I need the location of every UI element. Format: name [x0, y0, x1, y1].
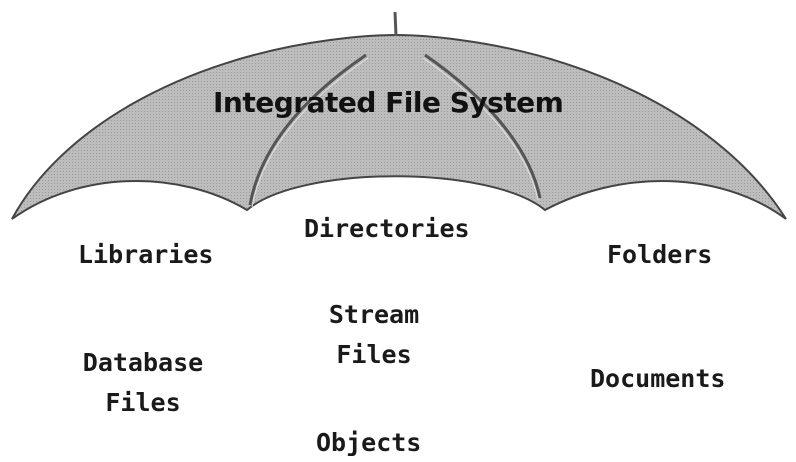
label-directories: Directories — [304, 214, 470, 243]
label-objects: Objects — [316, 428, 422, 457]
label-stream-files-line2: Files — [336, 340, 412, 369]
label-documents: Documents — [590, 364, 726, 393]
umbrella-rib-left — [248, 53, 367, 206]
label-libraries: Libraries — [78, 240, 214, 269]
umbrella-rib-left-highlight — [251, 57, 369, 208]
umbrella-rib-right-highlight — [422, 57, 539, 201]
label-folders: Folders — [607, 240, 713, 269]
label-stream-files-line1: Stream — [328, 300, 420, 329]
umbrella-canopy — [11, 33, 787, 220]
diagram-title: Integrated File System — [213, 86, 564, 119]
label-database-files-line1: Database — [82, 348, 204, 377]
umbrella-tip — [393, 11, 398, 37]
umbrella-rib-right — [424, 53, 542, 199]
label-database-files-line2: Files — [105, 388, 181, 417]
